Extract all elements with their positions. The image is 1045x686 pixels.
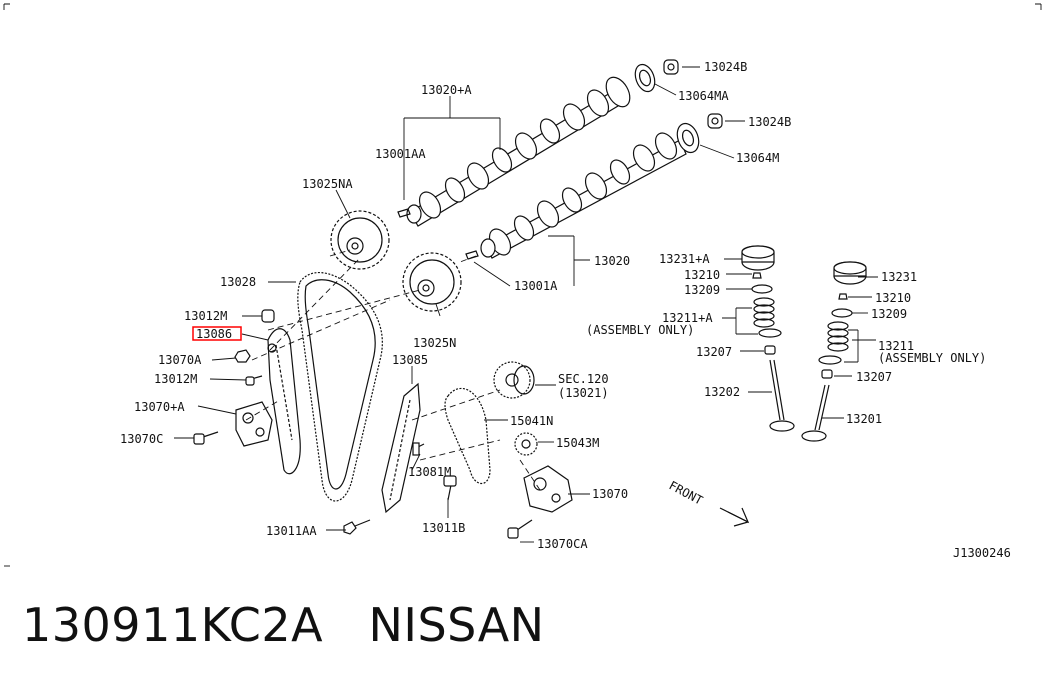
camshaft-lower — [480, 132, 687, 259]
bolt-13012M-upper — [261, 309, 275, 323]
crank-sprocket-sec120 — [493, 361, 535, 399]
label-13070: 13070 — [592, 487, 628, 501]
bolt-13024B-upper — [663, 59, 679, 75]
oil-pump-chain-15041N — [444, 387, 491, 485]
bolt-13070C — [193, 431, 219, 445]
assembly-lines — [245, 249, 541, 491]
label-13070A: 13070A — [158, 353, 202, 367]
chain-guide-13085 — [381, 382, 421, 514]
valve-lifter-13231 — [833, 261, 867, 285]
brand-name: NISSAN — [368, 598, 545, 652]
label-13081M: 13081M — [408, 465, 451, 479]
tensioner-arm-13086 — [267, 328, 301, 475]
label-13207-a: 13207 — [696, 345, 732, 359]
sprocket-13025N — [402, 252, 462, 312]
highlight-box-13086 — [192, 326, 242, 341]
retainer-13209-b — [831, 308, 853, 318]
pin-13001AA — [397, 208, 411, 218]
label-13011AA: 13011AA — [266, 524, 317, 538]
part-number: 130911KC2A — [22, 598, 324, 652]
label-13210-a: 13210 — [684, 268, 720, 282]
valve-13202 — [769, 359, 795, 432]
label-assembly-only-2: (ASSEMBLY ONLY) — [878, 351, 986, 365]
label-13025N: 13025N — [413, 336, 456, 350]
label-13064M: 13064M — [736, 151, 779, 165]
label-13231: 13231 — [881, 270, 917, 284]
caption: 130911KC2A NISSAN — [22, 598, 545, 652]
collet-13210-a — [752, 272, 762, 279]
label-13020A: 13020+A — [421, 83, 472, 97]
label-13085: 13085 — [392, 353, 428, 367]
label-13028: 13028 — [220, 275, 256, 289]
bolt-13070A — [234, 349, 251, 363]
label-13012M-lower: 13012M — [154, 372, 197, 386]
label-13001AA: 13001AA — [375, 147, 426, 161]
retainer-13209-a — [751, 284, 773, 294]
label-13070plusA: 13070+A — [134, 400, 185, 414]
label-13012M-upper: 13012M — [184, 309, 227, 323]
bolt-13024B-lower — [707, 113, 723, 129]
label-13070C: 13070C — [120, 432, 163, 446]
label-sec120: SEC.120 — [558, 372, 609, 386]
label-13231A: 13231+A — [659, 252, 710, 266]
label-13201: 13201 — [846, 412, 882, 426]
label-13202: 13202 — [704, 385, 740, 399]
bolt-13070CA — [507, 519, 533, 539]
front-label: FRONT — [667, 478, 705, 507]
cam-sensor-plate-13064MA — [634, 63, 656, 93]
part-labels: 13024B 13064MA 13024B 13064M 13020+A 130… — [120, 60, 1011, 560]
valve-13201 — [801, 384, 830, 442]
label-13020: 13020 — [594, 254, 630, 268]
valve-spring-13211 — [818, 321, 849, 365]
label-15041N: 15041N — [510, 414, 553, 428]
label-13001A: 13001A — [514, 279, 558, 293]
bolt-13011AA — [343, 519, 371, 535]
label-13209-a: 13209 — [684, 283, 720, 297]
label-13024B-upper: 13024B — [704, 60, 747, 74]
seal-13207-a — [764, 345, 776, 355]
stud-13081M — [412, 442, 425, 456]
label-assembly-only-1: (ASSEMBLY ONLY) — [586, 323, 694, 337]
label-13209-b: 13209 — [871, 307, 907, 321]
timing-chain-13028 — [297, 272, 383, 502]
label-13070CA: 13070CA — [537, 537, 588, 551]
label-13086: 13086 — [196, 327, 232, 341]
label-13211A: 13211+A — [662, 311, 713, 325]
bolt-13012M-lower — [245, 375, 263, 386]
valve-lifter-13231A — [741, 245, 775, 271]
diagram-ref: J1300246 — [953, 546, 1011, 560]
corner-mark — [3, 3, 10, 10]
collet-13210-b — [838, 293, 848, 300]
label-13011B: 13011B — [422, 521, 465, 535]
label-13210-b: 13210 — [875, 291, 911, 305]
label-13207-b: 13207 — [856, 370, 892, 384]
oil-pump-sprocket-15043M — [514, 432, 538, 456]
label-13211: 13211 — [878, 339, 914, 353]
valve-spring-13211A — [753, 297, 782, 338]
label-13021: (13021) — [558, 386, 609, 400]
seal-13207-b — [821, 369, 833, 379]
leader-lines — [174, 66, 878, 543]
sprocket-13025NA — [330, 210, 390, 270]
front-arrow: FRONT — [667, 478, 750, 527]
pin-13001A — [465, 250, 479, 260]
camshaft-upper — [406, 76, 631, 227]
corner-mark — [1035, 3, 1042, 10]
label-13024B-lower: 13024B — [748, 115, 791, 129]
label-13064MA: 13064MA — [678, 89, 729, 103]
tensioner-13070 — [523, 465, 573, 513]
tensioner-13070A — [235, 401, 273, 447]
label-13025NA: 13025NA — [302, 177, 353, 191]
label-15043M: 15043M — [556, 436, 599, 450]
bolt-13011B — [443, 475, 457, 501]
cam-sensor-plate-13064M — [676, 122, 700, 154]
